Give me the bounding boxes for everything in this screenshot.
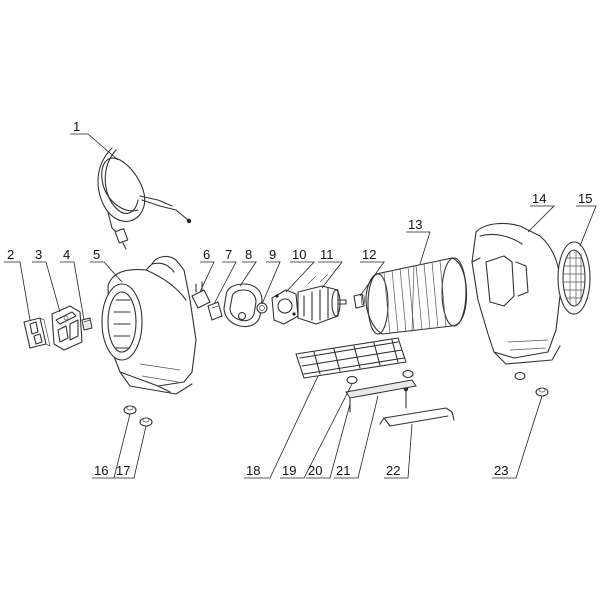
callout-19: 19 — [282, 463, 296, 478]
rubber-foot-left — [123, 405, 137, 415]
leader-lines — [4, 133, 597, 479]
callout-13: 13 — [408, 217, 422, 232]
callout-4: 4 — [63, 247, 70, 262]
bushing — [256, 302, 268, 314]
callout-labels: 1 2 3 4 5 6 7 8 9 10 11 12 13 14 15 16 1… — [7, 119, 592, 478]
callout-2: 2 — [7, 247, 14, 262]
shaft-coupling — [353, 293, 365, 309]
callout-14: 14 — [532, 191, 546, 206]
rubber-foot-right — [139, 417, 153, 427]
power-cord — [97, 147, 192, 250]
blower-wheel — [365, 257, 468, 335]
connector-block — [81, 317, 93, 331]
callout-23: 23 — [494, 463, 508, 478]
callout-12: 12 — [362, 247, 376, 262]
callout-22: 22 — [386, 463, 400, 478]
rear-housing — [471, 222, 561, 365]
callout-21: 21 — [336, 463, 350, 478]
terminal-block — [207, 301, 223, 321]
callout-3: 3 — [35, 247, 42, 262]
rear-foot — [514, 371, 549, 397]
callout-18: 18 — [246, 463, 260, 478]
callout-8: 8 — [245, 247, 252, 262]
callout-15: 15 — [578, 191, 592, 206]
mount-nut — [346, 375, 358, 385]
callout-5: 5 — [93, 247, 100, 262]
motor — [297, 273, 347, 325]
cover-plate — [223, 283, 263, 328]
callout-9: 9 — [269, 247, 276, 262]
callout-16: 16 — [94, 463, 108, 478]
callout-17: 17 — [116, 463, 130, 478]
bottom-rail — [345, 369, 417, 399]
callout-6: 6 — [203, 247, 210, 262]
motor-bracket — [271, 289, 299, 325]
callout-1: 1 — [73, 119, 80, 134]
intake-grille — [295, 337, 407, 379]
callout-20: 20 — [308, 463, 322, 478]
front-housing — [101, 255, 197, 395]
rear-grille — [557, 241, 591, 315]
callout-7: 7 — [225, 247, 232, 262]
capacitor — [191, 281, 211, 309]
callout-11: 11 — [320, 247, 334, 262]
handle-wire — [379, 407, 455, 427]
callout-10: 10 — [292, 247, 306, 262]
switch-plate — [23, 317, 51, 349]
switch-bracket — [51, 305, 83, 351]
